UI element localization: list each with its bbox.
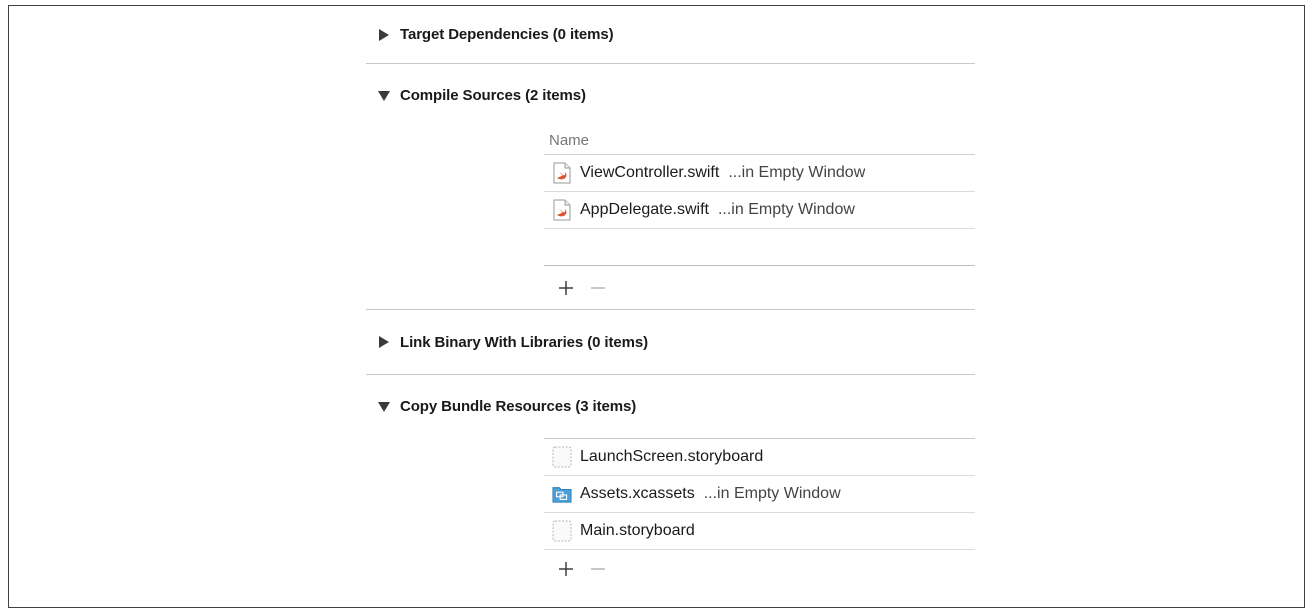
file-name: Main.storyboard xyxy=(580,522,695,539)
phase-copy-bundle-resources: Copy Bundle Resources (3 items) LaunchSc… xyxy=(366,375,975,588)
table-row[interactable]: LaunchScreen.storyboard xyxy=(544,439,975,476)
disclosure-expanded-icon[interactable] xyxy=(376,399,392,415)
disclosure-collapsed-icon[interactable] xyxy=(376,334,392,350)
table-row[interactable]: Main.storyboard xyxy=(544,513,975,550)
asset-catalog-icon xyxy=(552,482,572,506)
file-location: ...in Empty Window xyxy=(728,164,866,181)
empty-table-row xyxy=(544,229,975,266)
storyboard-file-icon xyxy=(552,519,572,543)
phase-title: Target Dependencies (0 items) xyxy=(400,26,614,43)
copy-bundle-resources-toolbar xyxy=(544,550,975,588)
build-phases-list: Target Dependencies (0 items) Compile So… xyxy=(366,6,975,588)
file-name: Assets.xcassets xyxy=(580,485,695,502)
phase-link-binary: Link Binary With Libraries (0 items) xyxy=(366,310,975,375)
plus-icon xyxy=(559,562,573,576)
name-column-header[interactable]: Name xyxy=(544,127,975,155)
plus-icon xyxy=(559,280,573,295)
compile-sources-toolbar xyxy=(544,266,975,309)
phase-title: Compile Sources (2 items) xyxy=(400,87,586,104)
table-row[interactable]: AppDelegate.swift ...in Empty Window xyxy=(544,192,975,229)
file-name: ViewController.swift xyxy=(580,164,720,181)
phase-target-dependencies: Target Dependencies (0 items) xyxy=(366,6,975,64)
file-location: ...in Empty Window xyxy=(703,485,841,502)
table-row[interactable]: Assets.xcassets ...in Empty Window xyxy=(544,476,975,513)
copy-bundle-resources-table: LaunchScreen.storyboard Assets.xcassets … xyxy=(544,438,975,588)
phase-title: Link Binary With Libraries (0 items) xyxy=(400,333,648,351)
swift-file-icon xyxy=(552,161,572,185)
phase-target-dependencies-header[interactable]: Target Dependencies (0 items) xyxy=(366,6,975,63)
minus-icon xyxy=(591,286,605,289)
file-name: AppDelegate.swift xyxy=(580,201,709,218)
phase-title: Copy Bundle Resources (3 items) xyxy=(400,398,637,415)
minus-icon xyxy=(591,568,605,570)
remove-button[interactable] xyxy=(587,558,609,580)
table-row[interactable]: ViewController.swift ...in Empty Window xyxy=(544,155,975,192)
file-name: LaunchScreen.storyboard xyxy=(580,448,764,465)
phase-copy-bundle-resources-header[interactable]: Copy Bundle Resources (3 items) xyxy=(366,375,975,438)
remove-button[interactable] xyxy=(587,277,609,299)
phase-compile-sources: Compile Sources (2 items) Name ViewContr… xyxy=(366,64,975,310)
disclosure-collapsed-icon[interactable] xyxy=(376,27,392,43)
add-button[interactable] xyxy=(555,558,577,580)
phase-compile-sources-header[interactable]: Compile Sources (2 items) xyxy=(366,64,975,127)
swift-file-icon xyxy=(552,198,572,222)
compile-sources-table: Name ViewController.swift ...in Empty Wi… xyxy=(544,127,975,309)
phase-link-binary-header[interactable]: Link Binary With Libraries (0 items) xyxy=(366,310,975,374)
disclosure-expanded-icon[interactable] xyxy=(376,88,392,104)
file-location: ...in Empty Window xyxy=(717,201,855,218)
build-phases-frame: Target Dependencies (0 items) Compile So… xyxy=(8,5,1305,608)
add-button[interactable] xyxy=(555,277,577,299)
storyboard-file-icon xyxy=(552,445,572,469)
